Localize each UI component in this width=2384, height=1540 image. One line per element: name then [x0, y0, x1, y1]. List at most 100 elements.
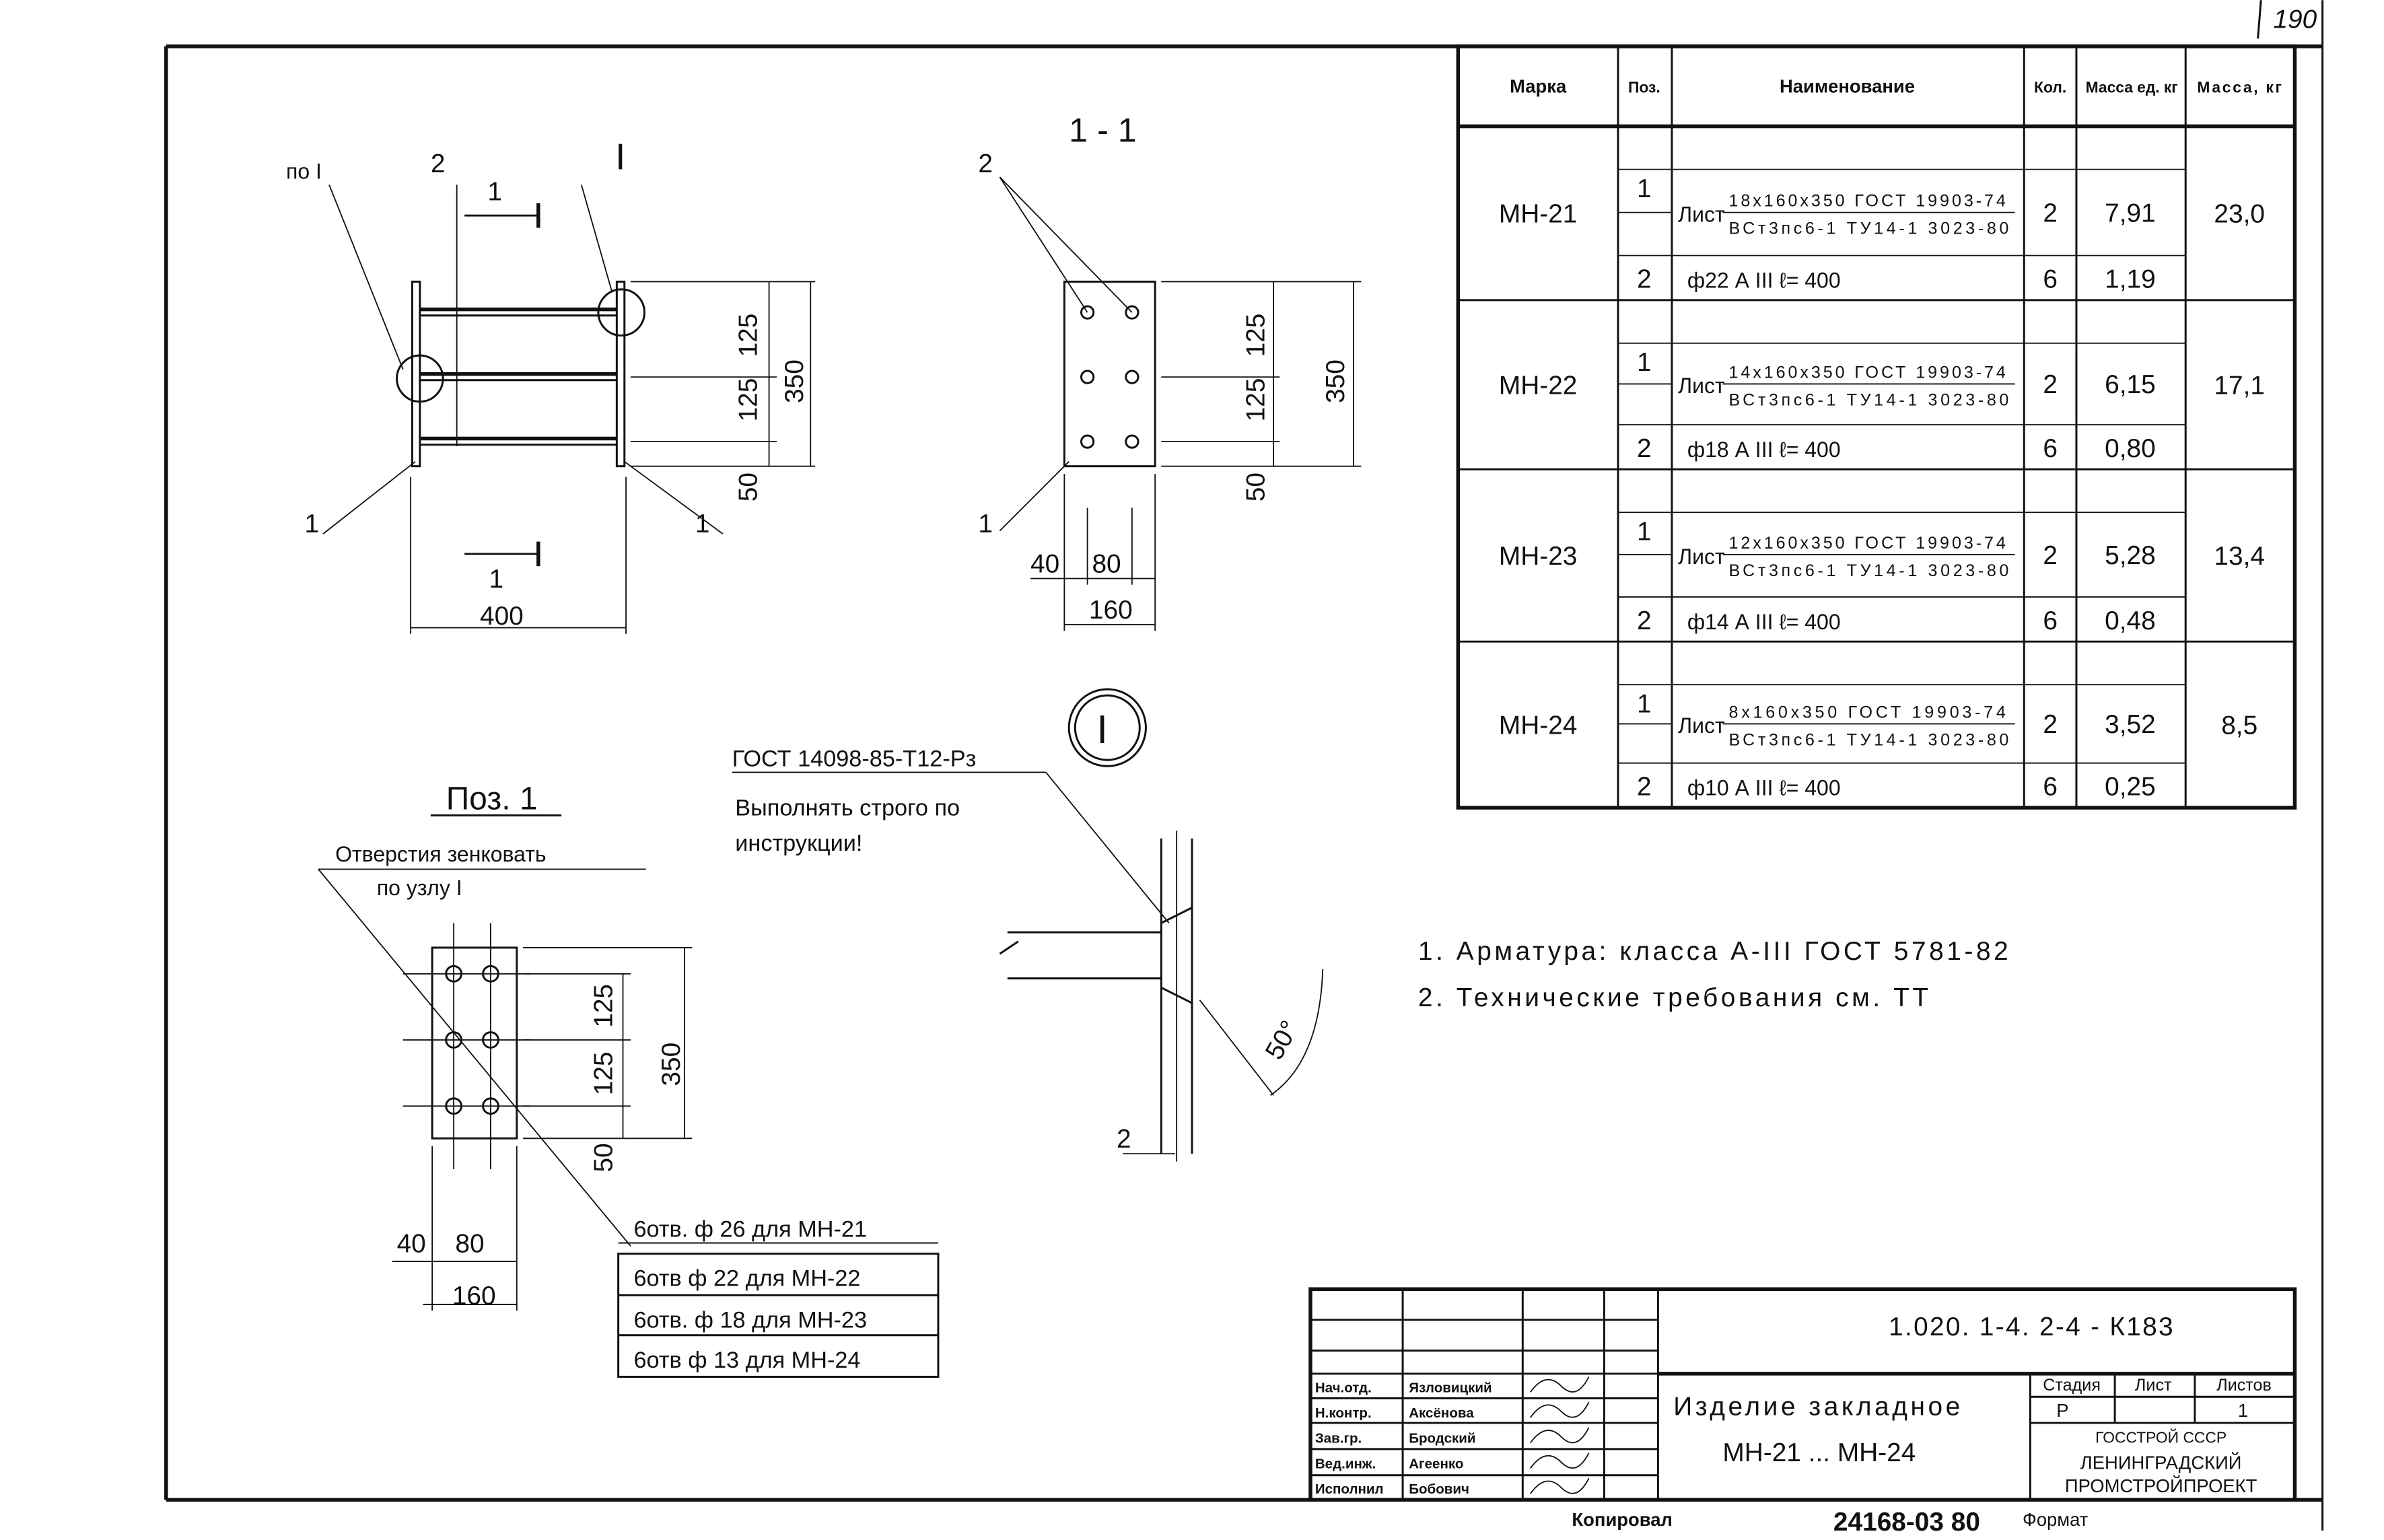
- title-block: 1.020. 1-4. 2-4 - К183 Изделие закладное…: [1315, 1312, 2272, 1497]
- staff-name: Бобович: [1409, 1481, 1469, 1497]
- plate-left: [411, 280, 421, 468]
- signature: [1529, 1477, 1590, 1494]
- dim-125b: 125: [589, 1052, 618, 1096]
- section-plate: [1063, 280, 1156, 468]
- pos-cell: 2: [1637, 434, 1652, 463]
- dim-125b: 125: [734, 378, 763, 422]
- instruction-line-2: инструкции!: [735, 831, 862, 856]
- sheet-number: 190: [2273, 5, 2317, 34]
- title-line-2: МН-21 ... МН-24: [1722, 1438, 1916, 1467]
- pos1-leader: [624, 461, 724, 534]
- dim-40: 40: [397, 1229, 426, 1258]
- name-cell: ф14 А III ℓ= 400: [1687, 610, 1841, 634]
- staff-role: Вед.инж.: [1315, 1456, 1376, 1471]
- part1-title: Поз. 1: [446, 781, 538, 816]
- pos2-label: 2: [431, 149, 446, 178]
- dim-125a: 125: [1241, 314, 1270, 357]
- unit-mass-cell: 0,80: [2105, 434, 2156, 463]
- name-prefix: Лист: [1678, 713, 1725, 738]
- qty-cell: 6: [2043, 434, 2058, 463]
- angle-arc: [1199, 969, 1324, 1096]
- name-top: 8x160x350 ГОСТ 19903-74: [1729, 703, 2006, 722]
- mark-cell: МН-21: [1499, 199, 1578, 228]
- header-mass: Масса, кг: [2197, 78, 2282, 96]
- total-mass-cell: 13,4: [2214, 542, 2265, 571]
- signature: [1529, 1452, 1590, 1469]
- part1-view: Поз. 1 Отверстия зенковать по узлу I 125…: [335, 781, 867, 1373]
- staff-role: Н.контр.: [1315, 1405, 1372, 1421]
- staff-name: Бродский: [1409, 1431, 1475, 1446]
- note-1: 1. Арматура: класса А-III ГОСТ 5781-82: [1418, 937, 2011, 966]
- staff-role: Нач.отд.: [1315, 1380, 1372, 1395]
- title-block-border: [1308, 1287, 2297, 1502]
- name-top: 12x160x350 ГОСТ 19903-74: [1729, 534, 2006, 553]
- dim-160: 160: [1089, 596, 1133, 625]
- section-mark-top: 1: [487, 177, 502, 206]
- dim-125b: 125: [1241, 378, 1270, 422]
- unit-mass-cell: 0,48: [2105, 606, 2156, 635]
- name-prefix: Лист: [1678, 545, 1725, 569]
- dim-40: 40: [1030, 549, 1059, 578]
- qty-cell: 6: [2043, 265, 2058, 294]
- sheets-label: Листов: [2216, 1376, 2272, 1395]
- part1-note-1: Отверстия зенковать: [335, 842, 546, 866]
- detail-leader: [580, 184, 613, 293]
- unit-mass-cell: 5,28: [2105, 541, 2156, 570]
- format-label: Формат: [2023, 1509, 2089, 1530]
- sheets-value: 1: [2238, 1400, 2248, 1421]
- qty-cell: 6: [2043, 773, 2058, 802]
- detail-mark-circle: [1067, 688, 1147, 767]
- pos-cell: 2: [1637, 606, 1652, 635]
- hole: [1080, 370, 1095, 384]
- leader: [1045, 771, 1170, 923]
- name-top: 14x160x350 ГОСТ 19903-74: [1729, 363, 2006, 382]
- unit-mass-cell: 7,91: [2105, 199, 2156, 228]
- staff-role: Исполнил: [1315, 1481, 1384, 1497]
- qty-cell: 2: [2043, 710, 2058, 739]
- detail-circle: [396, 354, 444, 403]
- drawing-number: 24168-03 80: [1833, 1508, 1980, 1537]
- name-bottom: ВСт3пс6-1 ТУ14-1 3023-80: [1729, 219, 2009, 238]
- drawing-lines: [164, 0, 2324, 1531]
- name-prefix: Лист: [1678, 202, 1725, 226]
- name-bottom: ВСт3пс6-1 ТУ14-1 3023-80: [1729, 390, 2009, 409]
- total-mass-cell: 23,0: [2214, 199, 2265, 228]
- dim-125a: 125: [734, 314, 763, 357]
- front-view: по I 2 1 I 1 1 1 400 125 125 50 350: [286, 136, 809, 631]
- instruction-line-1: Выполнять строго по: [735, 795, 960, 820]
- spec-table-border: [1456, 44, 2297, 810]
- name-top: 18x160x350 ГОСТ 19903-74: [1729, 191, 2006, 210]
- dim-50: 50: [589, 1143, 618, 1172]
- unit-mass-cell: 0,25: [2105, 773, 2156, 802]
- staff-name: Аксёнова: [1409, 1405, 1474, 1421]
- dim-80: 80: [1092, 549, 1121, 578]
- section-pos2: 2: [978, 149, 993, 178]
- dim-125a: 125: [589, 984, 618, 1028]
- part1-note-2: по узлу I: [377, 876, 462, 900]
- signature: [1529, 1427, 1590, 1444]
- section-pos1: 1: [978, 510, 993, 538]
- header-unit-mass: Масса ед. кг: [2086, 78, 2178, 96]
- pos1-left: 1: [304, 510, 319, 538]
- hole-spec: 6отв. ф 18 для МН-23: [633, 1307, 867, 1333]
- total-mass-cell: 8,5: [2221, 711, 2257, 740]
- title-line-1: Изделие закладное: [1673, 1393, 1963, 1422]
- pos-cell: 2: [1637, 773, 1652, 802]
- qty-cell: 2: [2043, 199, 2058, 228]
- dim-350: 350: [657, 1043, 686, 1086]
- section-title: 1 - 1: [1069, 111, 1137, 149]
- detail-mark: I: [1096, 707, 1108, 752]
- hole: [1080, 305, 1095, 320]
- hole: [1125, 434, 1140, 449]
- break-mark: [999, 940, 1019, 955]
- stage-value: Р: [2056, 1400, 2068, 1421]
- pos1-leader: [322, 461, 416, 534]
- angle-label: 50°: [1260, 1016, 1305, 1064]
- copied-label: Копировал: [1572, 1509, 1673, 1530]
- stage-label: Стадия: [2043, 1376, 2101, 1395]
- name-prefix: Лист: [1678, 374, 1725, 398]
- sheet-label: Лист: [2135, 1376, 2172, 1395]
- ref-leader: [328, 184, 404, 370]
- total-mass-cell: 17,1: [2214, 371, 2265, 400]
